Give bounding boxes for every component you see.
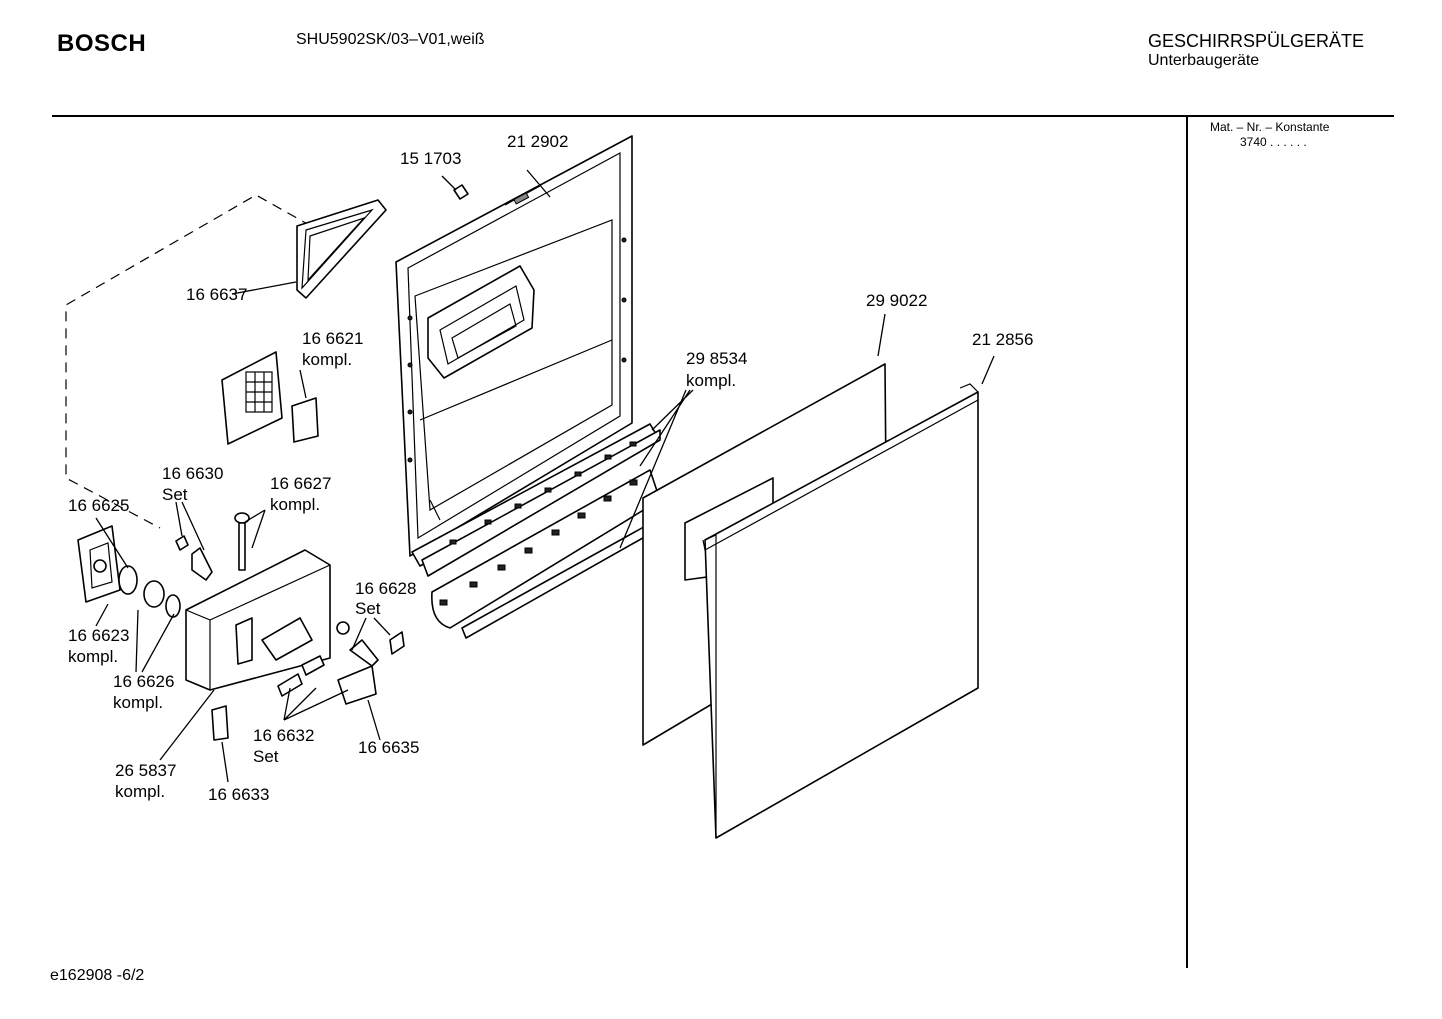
product-category: GESCHIRRSPÜLGERÄTE [1148, 31, 1365, 51]
aid-dispenser-parts [277, 621, 405, 705]
diagram-code: e162908 -6/2 [50, 967, 145, 984]
part-label-number: 16 6632 [253, 726, 314, 745]
filter-cover-part [221, 351, 319, 445]
part-label-number: 16 6628 [355, 579, 416, 598]
product-subcategory: Unterbaugeräte [1148, 52, 1260, 69]
part-label-number: 15 1703 [400, 149, 461, 168]
part-label-number: 16 6623 [68, 626, 129, 645]
mat-nr-label: Mat. – Nr. – Konstante [1210, 120, 1330, 134]
part-label-note: kompl. [302, 350, 352, 369]
part-label-number: 16 6637 [186, 285, 247, 304]
brand-logo: BOSCH [57, 30, 147, 57]
part-labels: 21 2902 15 1703 16 6637 16 6621 kompl. 2… [68, 132, 1033, 804]
small-screw-part [453, 184, 469, 200]
part-label-number: 16 6630 [162, 464, 223, 483]
part-label-number: 16 6621 [302, 329, 363, 348]
part-label-number: 16 6633 [208, 785, 269, 804]
header-divider [52, 115, 1394, 117]
part-label-number: 16 6625 [68, 496, 129, 515]
part-label-note: Set [162, 485, 188, 504]
part-label-note: Set [355, 599, 381, 618]
part-label-number: 21 2856 [972, 330, 1033, 349]
control-panel-strip [431, 469, 665, 639]
part-label-number: 16 6635 [358, 738, 419, 757]
part-label-number: 21 2902 [507, 132, 568, 151]
inner-door-panel [395, 135, 633, 557]
part-label-number: 16 6626 [113, 672, 174, 691]
mat-nr-value: 3740 . . . . . . [1240, 135, 1307, 149]
part-label-number: 26 5837 [115, 761, 176, 780]
model-number: SHU5902SK/03–V01,weiß [296, 31, 485, 48]
part-label-note: kompl. [113, 693, 163, 712]
part-label-number: 16 6627 [270, 474, 331, 493]
door-rail [411, 423, 661, 577]
decor-frame [702, 383, 979, 839]
part-label-number: 29 9022 [866, 291, 927, 310]
sidebar-divider [1186, 116, 1188, 968]
leader-lines [95, 169, 995, 783]
part-label-note: kompl. [270, 495, 320, 514]
assembly-dash-line [65, 194, 312, 529]
part-label-note: kompl. [68, 647, 118, 666]
part-label-note: kompl. [686, 371, 736, 390]
part-label-number: 29 8534 [686, 349, 747, 368]
window-frame-part [296, 199, 387, 299]
part-label-note: Set [253, 747, 279, 766]
part-label-note: kompl. [115, 782, 165, 801]
dispenser-assembly [77, 512, 331, 741]
